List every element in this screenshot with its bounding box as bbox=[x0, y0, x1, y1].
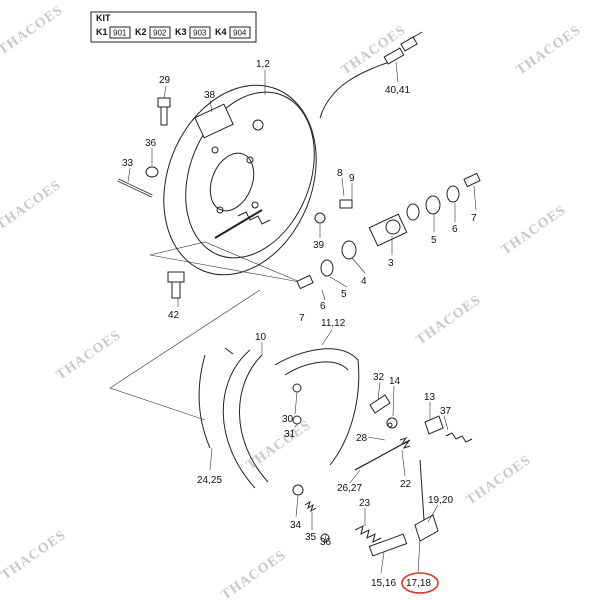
label-32: 32 bbox=[373, 372, 385, 383]
label-29: 29 bbox=[159, 75, 171, 86]
kit-title: KIT bbox=[96, 13, 111, 23]
label-4: 4 bbox=[361, 276, 367, 287]
watermark: THACOES bbox=[54, 328, 124, 384]
nut-36 bbox=[145, 166, 159, 178]
label-14: 14 bbox=[389, 376, 401, 387]
kit-key-1: K1 bbox=[96, 27, 108, 37]
label-5-top: 5 bbox=[431, 235, 437, 246]
label-30: 30 bbox=[282, 414, 294, 425]
watermark: THACOES bbox=[0, 178, 64, 234]
watermark: THACOES bbox=[499, 203, 569, 259]
brake-shoes bbox=[198, 347, 360, 489]
backing-plate bbox=[163, 84, 317, 276]
label-8: 8 bbox=[337, 168, 343, 179]
label-40-41: 40,41 bbox=[385, 85, 410, 96]
label-10: 10 bbox=[255, 332, 267, 343]
kit-num-4: 904 bbox=[233, 29, 247, 38]
label-19-20: 19,20 bbox=[428, 495, 453, 506]
label-36: 36 bbox=[145, 138, 157, 149]
label-35: 35 bbox=[305, 532, 317, 543]
label-13: 13 bbox=[424, 392, 436, 403]
kit-num-3: 903 bbox=[193, 29, 207, 38]
parking-cable bbox=[319, 31, 423, 119]
label-37: 37 bbox=[440, 406, 452, 417]
label-28: 28 bbox=[356, 433, 368, 444]
kit-box: KIT K1 901 K2 902 K3 903 K4 904 bbox=[90, 11, 257, 43]
watermark: THACOES bbox=[0, 528, 69, 584]
label-11-12: 11,12 bbox=[321, 318, 346, 329]
label-39: 39 bbox=[313, 240, 325, 251]
label-31: 31 bbox=[284, 429, 296, 440]
kit-num-2: 902 bbox=[153, 29, 167, 38]
label-1-2: 1,2 bbox=[256, 59, 270, 70]
watermark: THACOES bbox=[219, 548, 289, 600]
watermark: THACOES bbox=[464, 453, 534, 509]
leader-lines bbox=[127, 61, 477, 574]
watermark: THACOES bbox=[514, 23, 584, 79]
kit-key-4: K4 bbox=[215, 27, 227, 37]
label-33: 33 bbox=[122, 158, 134, 169]
label-9: 9 bbox=[349, 173, 355, 184]
watermarks: THACOES THACOES THACOES THACOES THACOES … bbox=[0, 3, 584, 600]
pin-33 bbox=[117, 178, 153, 198]
label-23: 23 bbox=[359, 498, 371, 509]
part-labels: 1,2 29 38 36 33 40,41 8 9 7 5 6 39 3 4 5… bbox=[122, 59, 477, 589]
adjuster-parts bbox=[292, 394, 473, 557]
label-6-top: 6 bbox=[452, 224, 458, 235]
kit-key-3: K3 bbox=[175, 27, 187, 37]
label-38: 38 bbox=[204, 90, 216, 101]
highlight-circle bbox=[401, 572, 439, 594]
bolt-29 bbox=[157, 97, 171, 126]
kit-key-2: K2 bbox=[135, 27, 147, 37]
label-24-25: 24,25 bbox=[197, 475, 222, 486]
label-26-27: 26,27 bbox=[337, 483, 362, 494]
label-5-bottom: 5 bbox=[341, 289, 347, 300]
label-7-top: 7 bbox=[471, 213, 477, 224]
label-7-bottom: 7 bbox=[299, 313, 305, 324]
label-3: 3 bbox=[388, 258, 394, 269]
label-42: 42 bbox=[168, 310, 180, 321]
label-6-bottom: 6 bbox=[320, 301, 326, 312]
label-36-bottom: 36 bbox=[320, 537, 332, 548]
bolt-42 bbox=[167, 271, 185, 299]
watermark: THACOES bbox=[414, 293, 484, 349]
wheel-cylinder bbox=[296, 172, 481, 290]
label-15-16: 15,16 bbox=[371, 578, 396, 589]
label-22: 22 bbox=[400, 479, 412, 490]
label-17-18: 17,18 bbox=[406, 578, 431, 589]
watermark: THACOES bbox=[0, 3, 66, 59]
label-34: 34 bbox=[290, 520, 302, 531]
watermark: THACOES bbox=[244, 418, 314, 474]
kit-num-1: 901 bbox=[113, 29, 127, 38]
